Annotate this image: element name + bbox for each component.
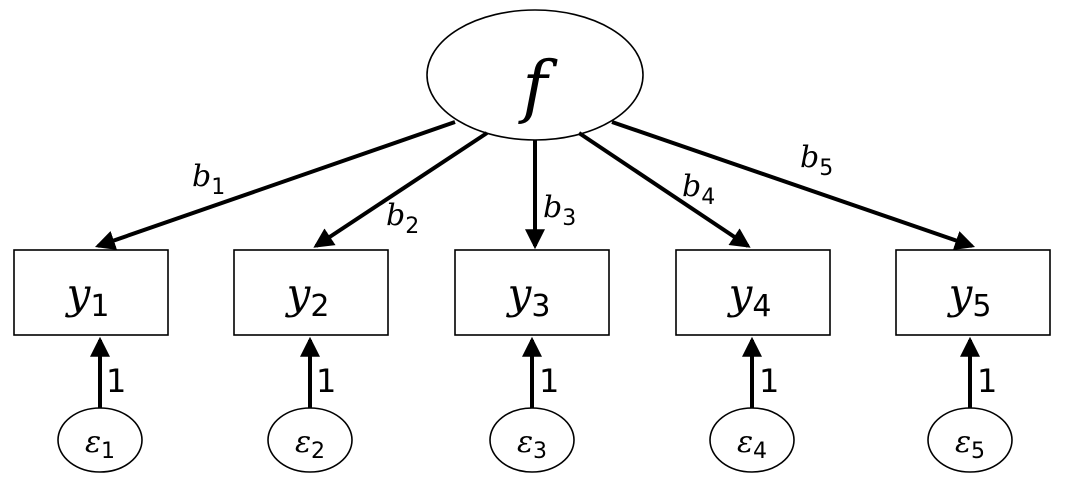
error-ellipse-2: [267, 407, 353, 473]
loading-arrow-2: [313, 131, 489, 248]
indicator-box-1: [13, 249, 169, 336]
indicator-box-5: [895, 249, 1051, 336]
error-2: ε2: [267, 407, 353, 473]
factor-node: f: [426, 9, 644, 141]
indicator-2: y2: [233, 249, 389, 336]
error-label-2: ε2: [295, 425, 325, 464]
error-ellipse-1: [57, 407, 143, 473]
indicator-5: y5: [895, 249, 1051, 336]
error-path-label-3: 1: [539, 362, 559, 400]
error-path-label-1: 1: [106, 362, 126, 400]
loading-arrow-5: [611, 120, 976, 250]
error-ellipse-4: [709, 407, 795, 473]
loading-label-2: b2: [386, 198, 419, 239]
indicator-4: y4: [675, 249, 831, 336]
loading-label-3: b3: [543, 190, 576, 231]
loading-label-1: b1: [192, 159, 225, 200]
error-label-5: ε5: [955, 425, 985, 464]
error-1: ε1: [57, 407, 143, 473]
error-label-1: ε1: [85, 425, 115, 464]
loading-arrow-4: [577, 131, 751, 248]
indicator-label-1: y1: [65, 269, 110, 324]
error-path-labels: 1 1 1 1 1: [106, 362, 997, 400]
indicator-label-2: y2: [285, 269, 330, 324]
error-arrows: [90, 336, 980, 408]
indicator-3: y3: [454, 249, 610, 336]
indicator-label-4: y4: [727, 269, 772, 324]
error-nodes: ε1 ε2 ε3 ε4 ε5: [57, 407, 1013, 473]
error-3: ε3: [489, 407, 575, 473]
error-label-3: ε3: [517, 425, 547, 464]
indicator-1: y1: [13, 249, 169, 336]
loading-labels: b1 b2 b3 b4 b5: [192, 140, 833, 239]
error-ellipse-3: [489, 407, 575, 473]
error-4: ε4: [709, 407, 795, 473]
error-path-label-5: 1: [977, 362, 997, 400]
error-5: ε5: [927, 407, 1013, 473]
error-ellipse-5: [927, 407, 1013, 473]
error-path-label-4: 1: [759, 362, 779, 400]
indicator-box-4: [675, 249, 831, 336]
loading-label-4: b4: [682, 169, 715, 210]
indicator-box-2: [233, 249, 389, 336]
loading-arrow-1: [94, 120, 456, 250]
loading-arrows: [94, 120, 976, 250]
indicator-nodes: y1 y2 y3 y4 y5: [13, 249, 1051, 336]
error-path-label-2: 1: [316, 362, 336, 400]
error-label-4: ε4: [737, 425, 767, 464]
indicator-box-3: [454, 249, 610, 336]
indicator-label-5: y5: [947, 269, 992, 324]
loading-label-5: b5: [800, 140, 833, 181]
indicator-label-3: y3: [506, 269, 551, 324]
